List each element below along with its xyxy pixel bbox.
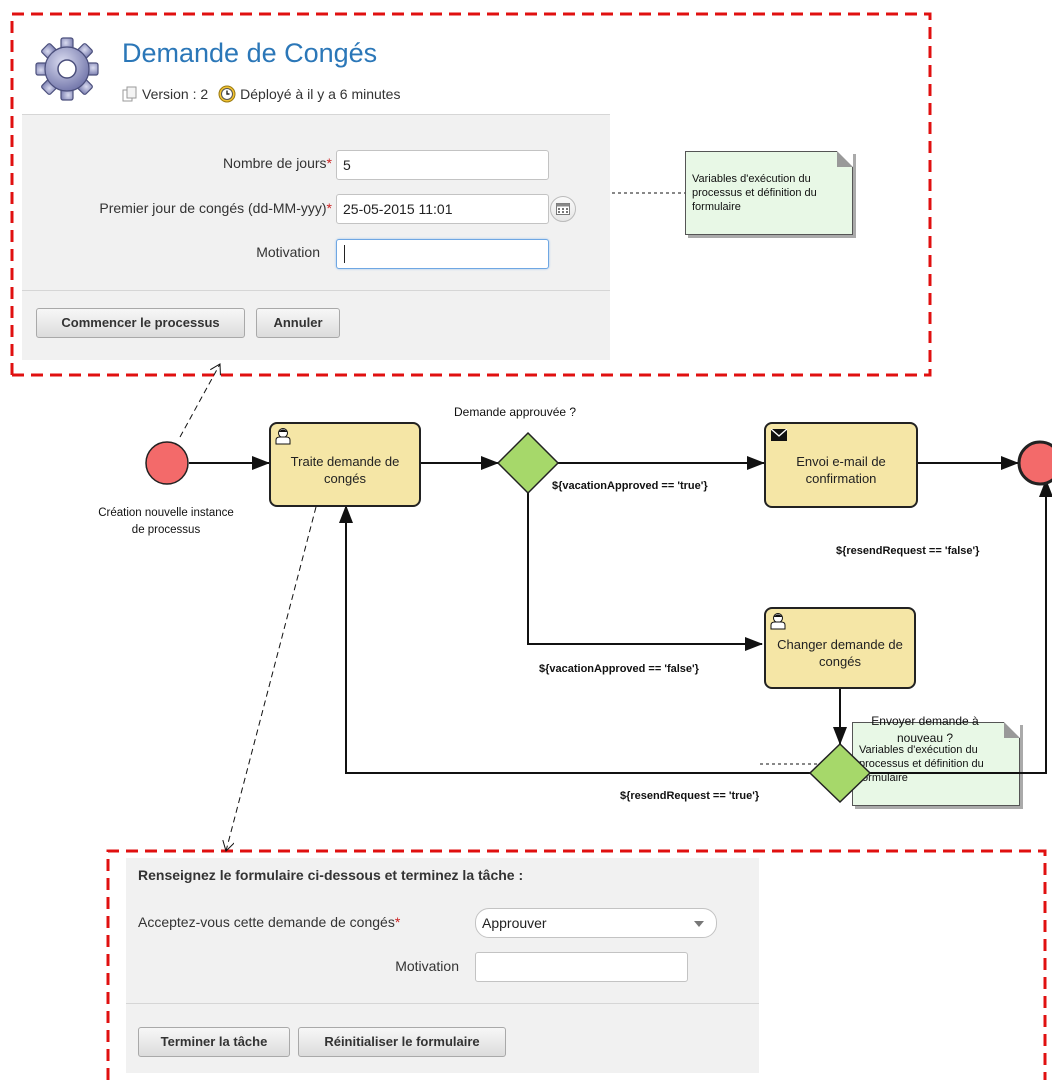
first-day-label: Premier jour de congés (dd-MM-yyy)* bbox=[99, 200, 332, 216]
resend-gateway bbox=[808, 742, 872, 804]
start-form-header: Demande de Congés Version : 2 Déployé à … bbox=[22, 18, 610, 115]
condition-resend-false: ${resendRequest == 'false'} bbox=[836, 545, 980, 557]
accept-label: Acceptez-vous cette demande de congés* bbox=[138, 914, 401, 930]
flow-resend-true bbox=[339, 505, 810, 774]
gear-icon bbox=[35, 37, 99, 101]
motivation-input[interactable] bbox=[336, 239, 549, 269]
task-treat-label: Traite demande de congés bbox=[290, 453, 400, 486]
flow-approved-false bbox=[527, 493, 763, 651]
days-input[interactable]: 5 bbox=[336, 150, 549, 180]
version-label: Version : 2 bbox=[142, 86, 209, 102]
task-form-divider bbox=[126, 1003, 759, 1004]
note-bottom: Variables d'exécution du processus et dé… bbox=[852, 722, 1020, 806]
motivation-label: Motivation bbox=[256, 244, 320, 260]
task-form-frame bbox=[106, 849, 1047, 1080]
task-motivation-input[interactable] bbox=[475, 952, 688, 982]
condition-approved-true: ${vacationApproved == 'true'} bbox=[552, 480, 708, 492]
user-task-icon bbox=[275, 428, 291, 445]
chevron-down-icon bbox=[694, 921, 704, 927]
approval-gateway bbox=[496, 431, 560, 495]
start-process-button[interactable]: Commencer le processus bbox=[36, 308, 245, 338]
accept-select[interactable]: Approuver bbox=[475, 908, 717, 938]
task-send-email: Envoi e-mail de confirmation bbox=[764, 422, 918, 508]
task-treat-request: Traite demande de congés bbox=[269, 422, 421, 507]
process-meta: Version : 2 Déployé à il y a 6 minutes bbox=[122, 85, 400, 103]
note-top: Variables d'exécution du processus et dé… bbox=[685, 151, 853, 235]
task-email-label: Envoi e-mail de confirmation bbox=[796, 454, 886, 486]
start-form-fields: Nombre de jours* 5 Premier jour de congé… bbox=[22, 115, 610, 291]
days-label: Nombre de jours* bbox=[223, 155, 332, 171]
accept-select-value: Approuver bbox=[482, 915, 547, 931]
start-form-footer: Commencer le processus Annuler bbox=[22, 291, 610, 360]
clock-icon bbox=[218, 85, 236, 103]
complete-task-button[interactable]: Terminer la tâche bbox=[138, 1027, 290, 1057]
envelope-icon bbox=[771, 429, 787, 441]
task-form-panel: Renseignez le formulaire ci-dessous et t… bbox=[126, 858, 759, 1073]
calendar-icon bbox=[556, 203, 570, 215]
task-change-label: Changer demande de congés bbox=[777, 637, 903, 669]
user-task-icon bbox=[770, 613, 786, 630]
note-fold bbox=[837, 151, 853, 167]
first-day-input[interactable]: 25-05-2015 11:01 bbox=[336, 194, 549, 224]
start-event-label: Création nouvelle instance de processus bbox=[98, 507, 234, 536]
reset-form-button[interactable]: Réinitialiser le formulaire bbox=[298, 1027, 506, 1057]
calendar-button[interactable] bbox=[550, 196, 576, 222]
note-fold bbox=[1004, 722, 1020, 738]
end-event bbox=[1017, 440, 1052, 486]
condition-approved-false: ${vacationApproved == 'false'} bbox=[539, 663, 699, 675]
text-caret bbox=[344, 245, 345, 263]
start-form-frame bbox=[10, 12, 932, 377]
task-form-heading: Renseignez le formulaire ci-dessous et t… bbox=[138, 867, 524, 883]
copy-icon bbox=[122, 86, 137, 102]
note-bottom-text: Variables d'exécution du processus et dé… bbox=[859, 744, 984, 784]
task-change-request: Changer demande de congés bbox=[764, 607, 916, 689]
deployed-label: Déployé à il y a 6 minutes bbox=[240, 86, 401, 102]
process-title: Demande de Congés bbox=[122, 38, 378, 68]
resend-question-label: Envoyer demande à nouveau ? bbox=[871, 714, 979, 745]
note-top-text: Variables d'exécution du processus et dé… bbox=[692, 173, 817, 213]
start-form-association bbox=[179, 364, 220, 438]
flow-resend-false bbox=[870, 479, 1052, 774]
condition-resend-true: ${resendRequest == 'true'} bbox=[620, 790, 760, 802]
start-event bbox=[145, 441, 189, 485]
approval-question-label: Demande approuvée ? bbox=[454, 405, 577, 419]
cancel-button[interactable]: Annuler bbox=[256, 308, 340, 338]
start-form-panel: Demande de Congés Version : 2 Déployé à … bbox=[22, 18, 610, 360]
task-form-association bbox=[226, 506, 317, 851]
task-motivation-label: Motivation bbox=[395, 958, 459, 974]
